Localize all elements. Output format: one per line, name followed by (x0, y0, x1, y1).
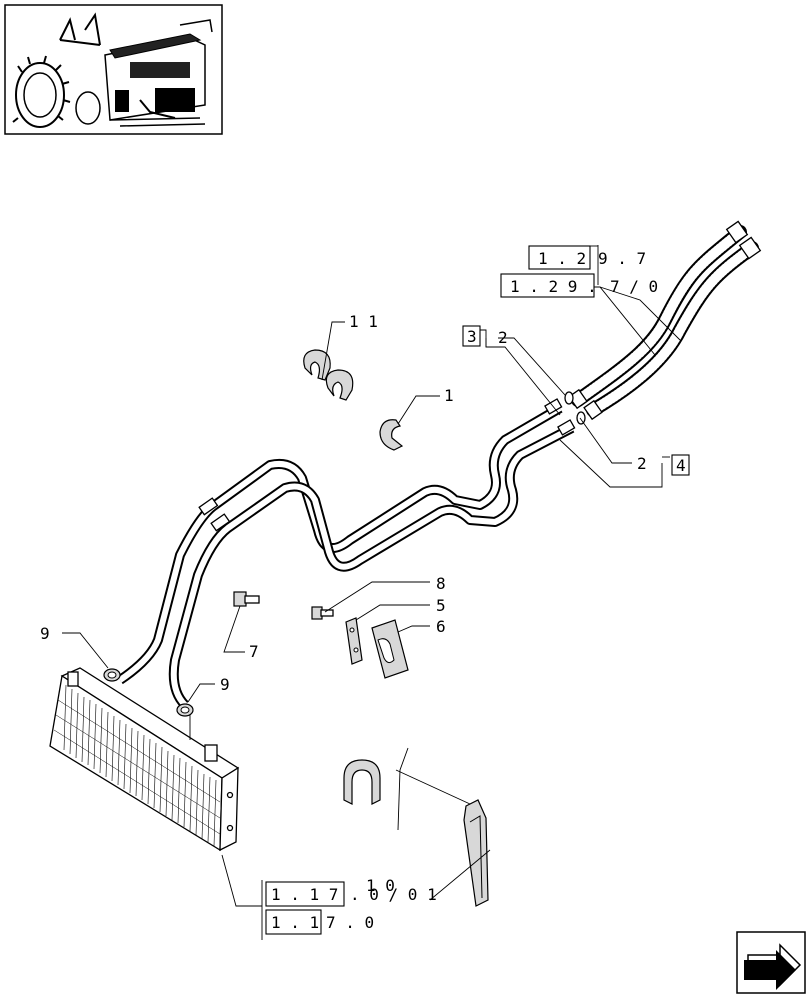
svg-text:4: 4 (676, 456, 686, 475)
reference-top-b: 1 . 2 9 . 7 / 0 (500, 273, 658, 298)
svg-text:7 / 0: 7 / 0 (610, 277, 658, 296)
screw-part-8 (311, 606, 334, 620)
bolt-part-7 (233, 591, 260, 607)
next-page-arrow-icon[interactable] (736, 931, 806, 994)
oil-cooler-pipes (117, 391, 586, 709)
seal-profile-part-10 (343, 759, 489, 907)
hose-clamp (103, 668, 194, 717)
svg-text:3: 3 (467, 327, 477, 346)
svg-text:7 . 0: 7 . 0 (326, 913, 374, 932)
callout-8: 8 (436, 574, 446, 593)
reference-top-a: 1 . 2 9 . 7 (528, 245, 646, 270)
callout-5: 5 (436, 596, 446, 615)
callout-2-upper: 2 (498, 328, 508, 347)
callout-7: 7 (249, 642, 259, 661)
svg-text:1 . 1: 1 . 1 (271, 913, 319, 932)
oil-cooler-radiator (49, 667, 240, 852)
callout-9-left: 9 (40, 624, 50, 643)
callout-1: 1 (444, 386, 454, 405)
svg-text:9 . 7: 9 . 7 (598, 249, 646, 268)
o-ring (564, 391, 574, 405)
svg-text:1 . 2: 1 . 2 (538, 249, 586, 268)
callouts: 1 1 1 2 2 8 5 6 7 9 9 1 0 (40, 312, 647, 895)
clamp-plate-part-5 (345, 617, 363, 665)
svg-text:1 . 1 7: 1 . 1 7 (271, 885, 338, 904)
callout-11: 1 1 (349, 312, 378, 331)
svg-text:1 . 2 9 .: 1 . 2 9 . (510, 277, 597, 296)
svg-text:. 0 / 0 1: . 0 / 0 1 (350, 885, 437, 904)
boxed-callout-4: 4 (662, 454, 690, 476)
o-ring (576, 411, 586, 425)
clip-part-11 (303, 349, 354, 401)
tractor-thumbnail-icon (4, 4, 223, 135)
callout-9-right: 9 (220, 675, 230, 694)
leader-lines (62, 245, 681, 940)
callout-6: 6 (436, 617, 446, 636)
callout-2-lower: 2 (637, 454, 647, 473)
reference-bottom-b: 1 . 1 7 . 0 (265, 909, 374, 935)
boxed-callout-3: 3 (462, 325, 487, 347)
reference-bottom-a: 1 . 1 7 . 0 / 0 1 (265, 881, 437, 907)
clamp-block-part-6 (371, 619, 409, 679)
callout-10: 1 0 (366, 876, 395, 895)
flexible-hoses (568, 220, 762, 421)
clip-part-1 (379, 419, 404, 451)
